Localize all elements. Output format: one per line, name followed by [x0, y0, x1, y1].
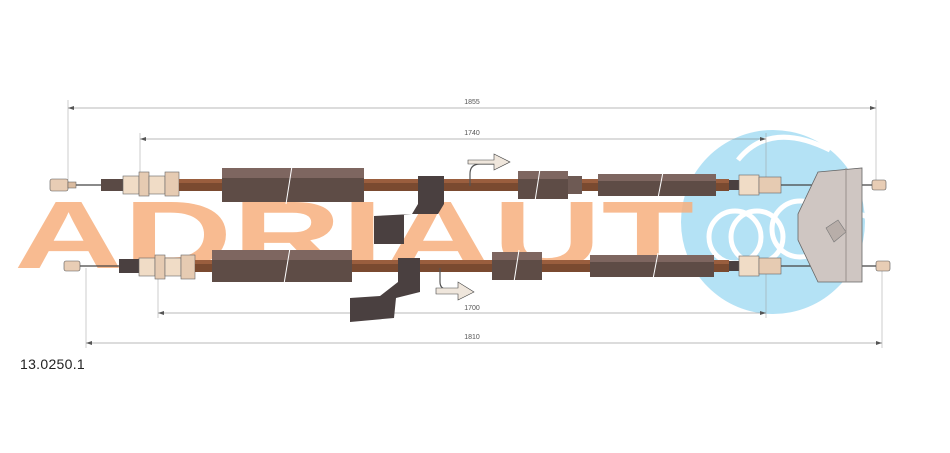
bracket-top: [374, 176, 444, 244]
dimension-bottom-overall: 1810: [85, 268, 883, 348]
cable-bottom: [63, 247, 891, 285]
dim-label-1810: 1810: [464, 334, 480, 341]
part-number: 13.0250.1: [20, 356, 85, 372]
dim-label-1700: 1700: [464, 305, 480, 312]
dim-label-1855: 1855: [464, 99, 480, 106]
clip-top: [467, 153, 511, 186]
clip-bottom: [435, 268, 475, 301]
dimension-top-overall: 1855: [67, 99, 877, 180]
cable-top: [49, 165, 887, 205]
dim-label-1740: 1740: [464, 130, 480, 137]
bracket-bottom: [350, 258, 420, 322]
equalizer-yoke: [797, 167, 863, 283]
